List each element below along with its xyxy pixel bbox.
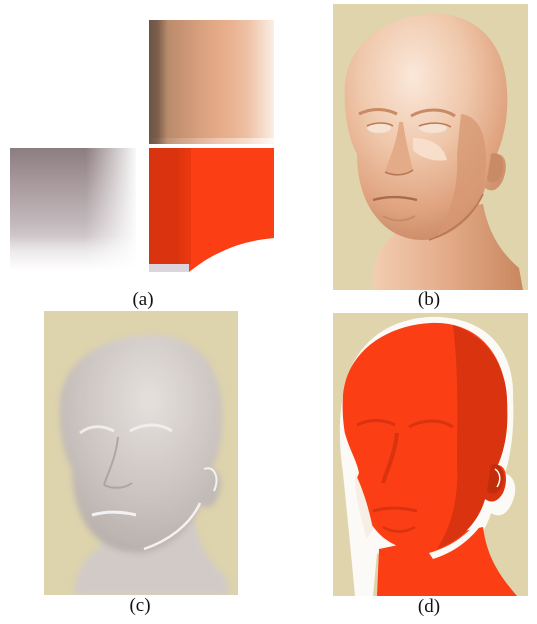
skin-tone-gradient-swatch [149,20,274,144]
red-tone-swatch [149,148,274,272]
panel-b-skin-render [333,4,528,290]
grey-shade-swatch [10,148,136,270]
panel-d-red-render [333,313,528,596]
caption-a: (a) [132,289,154,310]
caption-b: (b) [417,289,441,310]
caption-c: (c) [129,595,151,616]
caption-d: (d) [417,596,441,617]
panel-c-grey-render [44,311,238,595]
